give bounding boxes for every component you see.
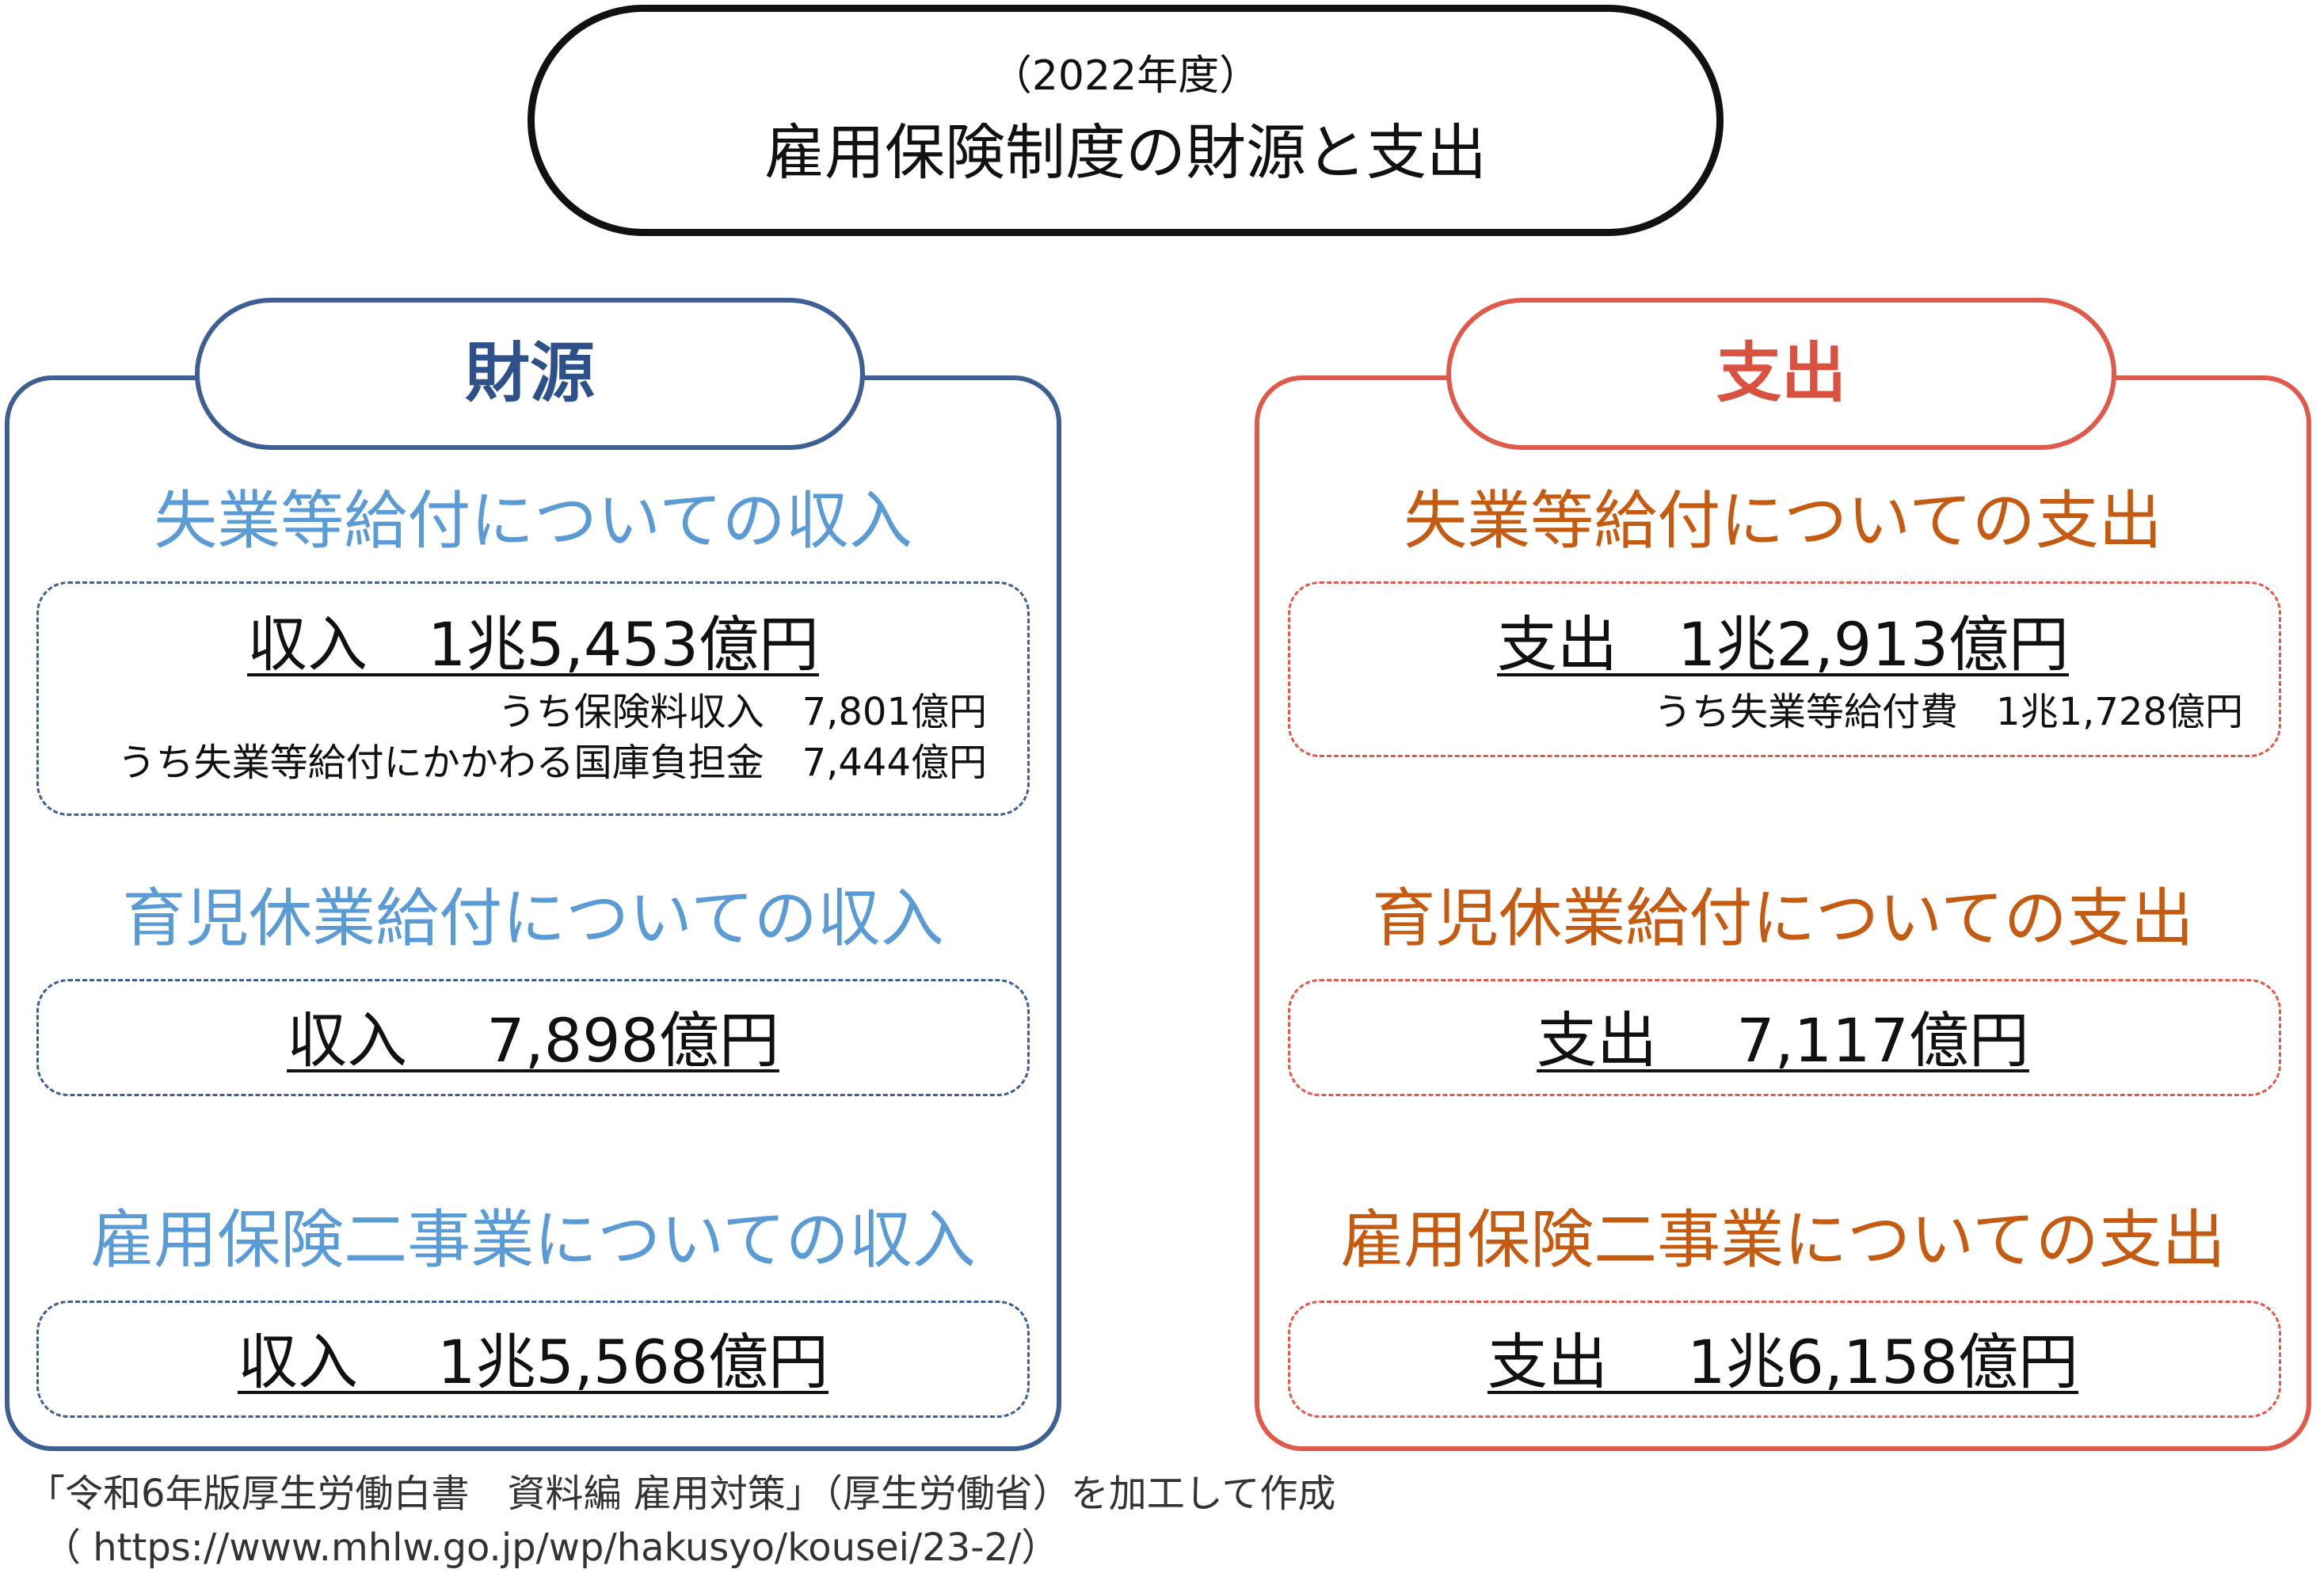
- expenditure-section-1-amount: 支出 1兆2,913億円: [1497, 609, 2069, 680]
- revenue-section-2-box: [36, 979, 1030, 1096]
- expenditure-section-3-title: 雇用保険二事業についての支出: [1340, 1203, 2226, 1277]
- revenue-section-3-title: 雇用保険二事業についての収入: [90, 1203, 976, 1277]
- revenue-section-1-note-2: うち失業等給付にかかわる国庫負担金 7,444億円: [117, 741, 987, 785]
- revenue-section-2-amount: 収入 7,898億円: [287, 1005, 779, 1076]
- title-pill: [528, 5, 1724, 236]
- expenditure-section-1-title: 失業等給付についての支出: [1404, 484, 2162, 558]
- expenditure-header: 支出: [1446, 298, 2116, 450]
- expenditure-section-2-title: 育児休業給付についての支出: [1372, 882, 2194, 955]
- expenditure-panel: [1255, 375, 2311, 1451]
- revenue-panel: [5, 375, 1061, 1451]
- revenue-section-2-title: 育児休業給付についての収入: [122, 882, 944, 955]
- title-year: （2022年度）: [990, 52, 1261, 100]
- source-url: （ https://www.mhlw.go.jp/wp/hakusyo/kous…: [43, 1526, 1060, 1570]
- expenditure-section-2-box: [1288, 979, 2281, 1096]
- page-title: 雇用保険制度の財源と支出: [764, 117, 1487, 188]
- expenditure-section-3-box: [1288, 1301, 2281, 1418]
- revenue-section-3-box: [36, 1301, 1030, 1418]
- revenue-section-3-amount: 収入 1兆5,568億円: [237, 1327, 829, 1397]
- revenue-section-1-amount: 収入 1兆5,453億円: [247, 609, 819, 680]
- revenue-section-1-note-1: うち保険料収入 7,801億円: [497, 690, 987, 734]
- expenditure-section-1-note-1: うち失業等給付費 1兆1,728億円: [1654, 690, 2243, 734]
- expenditure-section-2-amount: 支出 7,117億円: [1537, 1005, 2029, 1076]
- revenue-section-1-box: [36, 581, 1030, 816]
- expenditure-section-1-box: [1288, 581, 2281, 757]
- revenue-section-1-title: 失業等給付についての収入: [154, 484, 912, 558]
- revenue-header: 財源: [195, 298, 865, 450]
- expenditure-section-3-amount: 支出 1兆6,158億円: [1487, 1327, 2079, 1397]
- source-citation: 「令和6年版厚生労働白書 資料編 雇用対策」（厚生労働省）を加工して作成: [27, 1472, 1336, 1516]
